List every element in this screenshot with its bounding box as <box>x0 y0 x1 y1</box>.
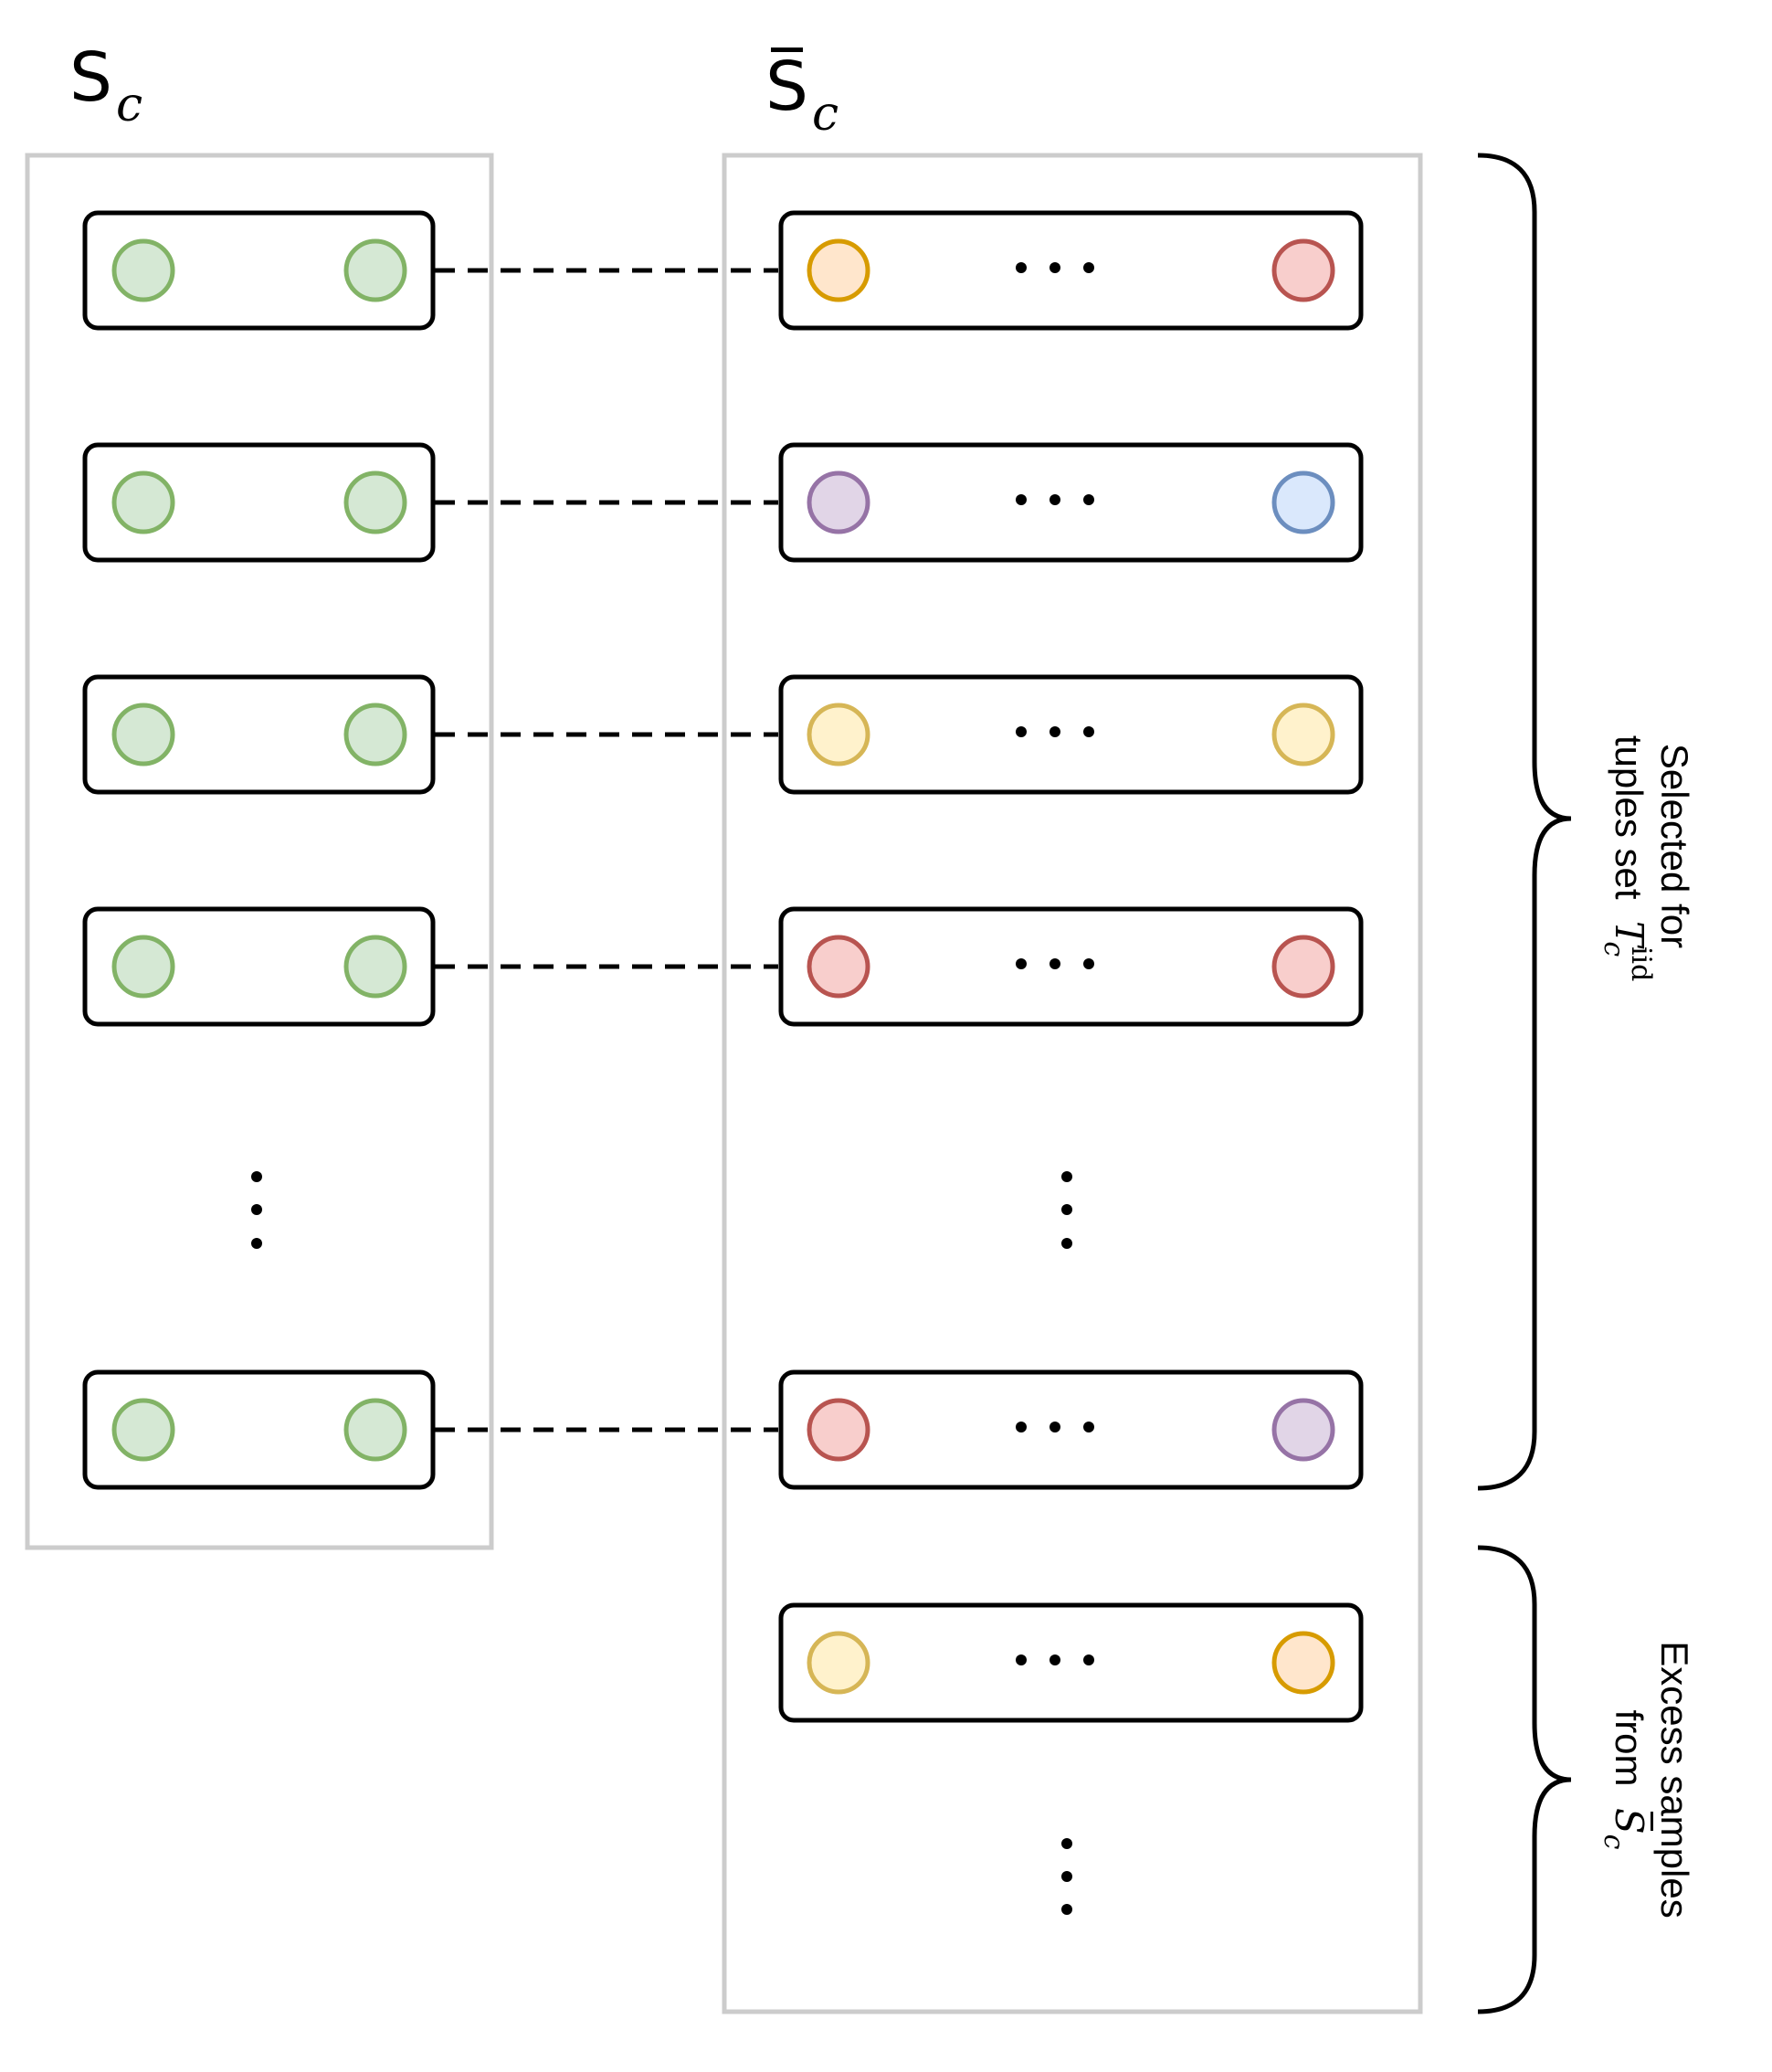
selected-label-text: tuples set <box>1607 735 1651 900</box>
excess-label-line1: Excess samples <box>1653 1641 1696 1919</box>
left-tuple-circle-b <box>343 935 407 999</box>
excess-vertical-dots <box>1061 1838 1072 1915</box>
bar-symbol: S <box>765 48 808 121</box>
right-tuple-circle-last <box>1271 703 1335 766</box>
excess-bar-symbol: S <box>1605 1807 1653 1834</box>
right-tuple <box>778 674 1364 795</box>
right-tuple-box <box>778 1369 1364 1490</box>
right-tuple-hdots <box>1016 262 1094 273</box>
right-tuple-hdots <box>1016 494 1094 505</box>
left-tuple-box <box>82 674 436 795</box>
left-tuple-circle-b <box>343 238 407 302</box>
selected-brace <box>1477 153 1572 1491</box>
right-tuple-hdots <box>1016 958 1094 969</box>
left-tuple-circle-a <box>111 238 175 302</box>
selected-label-line1: Selected for <box>1653 743 1696 949</box>
set-symbol: S <box>69 38 112 117</box>
excess-tuple-circle-last <box>1271 1631 1335 1695</box>
excess-tuple <box>778 1602 1364 1723</box>
left-tuple-circle-b <box>343 470 407 534</box>
left-container <box>25 153 494 1550</box>
right-tuple-circle-last <box>1271 1398 1335 1462</box>
selected-label-line2: tuples set Tiidc <box>1598 663 1657 1029</box>
right-vertical-dots <box>1061 1171 1072 1249</box>
right-tuple-circle-last <box>1271 238 1335 302</box>
excess-tuple-box <box>778 1602 1364 1723</box>
left-tuple-circle-a <box>111 470 175 534</box>
excess-tuple-hdots <box>1016 1654 1094 1665</box>
right-tuple-circle-last <box>1271 935 1335 999</box>
selected-sub: c <box>1597 941 1630 957</box>
set-bar-subscript: c <box>811 87 839 142</box>
left-tuple-box <box>82 1369 436 1490</box>
right-tuple <box>778 442 1364 563</box>
right-tuple-circle-first <box>807 935 870 999</box>
left-tuple-box <box>82 210 436 331</box>
tuples-layer <box>82 210 1364 1723</box>
left-tuple-circle-a <box>111 1398 175 1462</box>
left-tuple <box>82 674 436 795</box>
right-tuple-box <box>778 210 1364 331</box>
right-tuple <box>778 906 1364 1027</box>
excess-label-text: from <box>1607 1709 1651 1787</box>
excess-tuple-circle-first <box>807 1631 870 1695</box>
right-tuple-circle-last <box>1271 470 1335 534</box>
right-tuple-hdots <box>1016 726 1094 737</box>
right-container <box>722 153 1423 2014</box>
right-tuple-box <box>778 674 1364 795</box>
right-tuple-hdots <box>1016 1422 1094 1432</box>
right-tuple <box>778 1369 1364 1490</box>
right-tuple-box <box>778 442 1364 563</box>
set-subscript: c <box>115 78 143 132</box>
excess-label-line2: from Sc <box>1598 1597 1653 1962</box>
left-tuple-circle-a <box>111 935 175 999</box>
left-tuple-circle-b <box>343 703 407 766</box>
left-vertical-dots <box>251 1171 262 1249</box>
left-tuple-box <box>82 906 436 1027</box>
set-label-s-c: Sc <box>69 44 142 129</box>
right-tuple <box>778 210 1364 331</box>
right-tuple-circle-first <box>807 1398 870 1462</box>
set-bar-symbol: S <box>765 48 808 126</box>
excess-sub: c <box>1597 1834 1630 1850</box>
left-tuple-circle-b <box>343 1398 407 1462</box>
left-tuple <box>82 442 436 563</box>
left-tuple <box>82 1369 436 1490</box>
right-tuple-circle-first <box>807 470 870 534</box>
left-tuple <box>82 906 436 1027</box>
left-tuple-box <box>82 442 436 563</box>
right-tuple-box <box>778 906 1364 1027</box>
set-label-s-bar-c: Sc <box>765 48 839 138</box>
right-tuple-circle-first <box>807 703 870 766</box>
selected-brace-label: Selected for tuples set Tiidc <box>1587 663 1697 1029</box>
excess-symbol: S <box>1606 1807 1651 1834</box>
right-tuple-circle-first <box>807 238 870 302</box>
left-tuple-circle-a <box>111 703 175 766</box>
excess-brace <box>1477 1545 1572 2014</box>
left-tuple <box>82 210 436 331</box>
excess-brace-label: Excess samples from Sc <box>1587 1597 1697 1962</box>
